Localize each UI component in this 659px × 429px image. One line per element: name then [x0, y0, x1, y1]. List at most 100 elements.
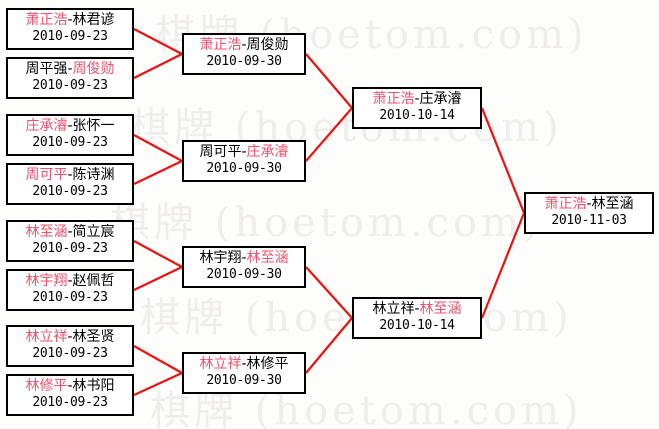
player-separator: - — [241, 37, 247, 53]
player-left: 林宇翔 — [25, 273, 68, 289]
player-separator: - — [241, 356, 247, 372]
player-separator: - — [241, 144, 247, 160]
bracket-connector-line — [133, 28, 183, 55]
player-separator: - — [414, 301, 420, 317]
bracket-connector-line — [480, 107, 526, 214]
player-left: 萧正浩 — [25, 12, 68, 28]
player-right: 赵佩哲 — [72, 273, 115, 289]
player-right: 林君谚 — [72, 12, 115, 28]
match-date: 2010-09-30 — [206, 266, 282, 282]
player-right: 简立宸 — [72, 224, 115, 240]
player-separator: - — [67, 167, 73, 183]
player-left: 林立祥 — [372, 301, 415, 317]
bracket-connector-line — [305, 317, 353, 374]
match-date: 2010-10-14 — [379, 107, 455, 123]
match-players: 林修平-林书阳 — [8, 378, 132, 395]
player-right: 林至涵 — [419, 301, 462, 317]
match-players: 萧正浩-林至涵 — [526, 196, 652, 213]
bracket-connector-line — [305, 107, 353, 162]
player-left: 萧正浩 — [199, 37, 242, 53]
bracket-connector-line — [133, 53, 183, 79]
player-left: 林宇翔 — [199, 250, 242, 266]
match-players: 周平强-周俊勋 — [8, 61, 132, 78]
player-separator: - — [67, 12, 73, 28]
match-players: 林宇翔-林至涵 — [184, 250, 304, 267]
match-date: 2010-09-30 — [206, 53, 282, 69]
match-date: 2010-09-23 — [32, 289, 108, 305]
match-date: 2010-09-23 — [32, 394, 108, 410]
player-left: 林修平 — [25, 378, 68, 394]
player-right: 林书阳 — [72, 378, 115, 394]
player-separator: - — [67, 61, 73, 77]
match-date: 2010-09-23 — [32, 240, 108, 256]
match-players: 林立祥-林圣贤 — [8, 329, 132, 346]
match-date: 2010-09-23 — [32, 134, 108, 150]
player-right: 林至涵 — [591, 196, 634, 212]
player-separator: - — [67, 329, 73, 345]
bracket-connector-line — [133, 134, 183, 162]
player-left: 林立祥 — [199, 356, 242, 372]
watermark-text: 棋牌 (hoetom.com) — [110, 200, 543, 246]
player-right: 庄承濬 — [246, 144, 289, 160]
bracket-connector-line — [305, 53, 353, 109]
bracket-connector-line — [133, 345, 183, 374]
player-left: 林至涵 — [25, 224, 68, 240]
player-right: 周俊勋 — [246, 37, 289, 53]
match-players: 林至涵-简立宸 — [8, 224, 132, 241]
player-separator: - — [67, 224, 73, 240]
player-right: 陈诗渊 — [72, 167, 115, 183]
player-left: 林立祥 — [25, 329, 68, 345]
match-date: 2010-09-30 — [206, 160, 282, 176]
player-left: 萧正浩 — [372, 91, 415, 107]
match-date: 2010-09-30 — [206, 372, 282, 388]
match-players: 庄承濬-张怀一 — [8, 118, 132, 135]
player-separator: - — [67, 118, 73, 134]
match-date: 2010-10-14 — [379, 317, 455, 333]
match-date: 2010-09-23 — [32, 345, 108, 361]
bracket-connector-line — [305, 266, 353, 319]
player-right: 林至涵 — [246, 250, 289, 266]
player-right: 林修平 — [246, 356, 289, 372]
player-separator: - — [586, 196, 592, 212]
bracket-connector-line — [133, 266, 183, 291]
player-separator: - — [67, 273, 73, 289]
match-date: 2010-09-23 — [32, 28, 108, 44]
match-players: 周可平-陈诗渊 — [8, 167, 132, 184]
match-date: 2010-09-23 — [32, 77, 108, 93]
player-left: 周平强 — [25, 61, 68, 77]
match-players: 林立祥-林至涵 — [354, 301, 480, 318]
match-date: 2010-09-23 — [32, 183, 108, 199]
match-players: 萧正浩-林君谚 — [8, 12, 132, 29]
bracket-connector-line — [133, 160, 183, 185]
match-players: 萧正浩-周俊勋 — [184, 37, 304, 54]
match-players: 林宇翔-赵佩哲 — [8, 273, 132, 290]
player-separator: - — [414, 91, 420, 107]
player-right: 张怀一 — [72, 118, 115, 134]
match-players: 萧正浩-庄承濬 — [354, 91, 480, 108]
match-players: 周可平-庄承濬 — [184, 144, 304, 161]
player-right: 林圣贤 — [72, 329, 115, 345]
player-left: 庄承濬 — [25, 118, 68, 134]
bracket-connector-line — [480, 212, 526, 319]
player-left: 周可平 — [25, 167, 68, 183]
player-right: 周俊勋 — [72, 61, 115, 77]
player-right: 庄承濬 — [419, 91, 462, 107]
bracket-connector-line — [133, 240, 183, 268]
player-left: 周可平 — [199, 144, 242, 160]
